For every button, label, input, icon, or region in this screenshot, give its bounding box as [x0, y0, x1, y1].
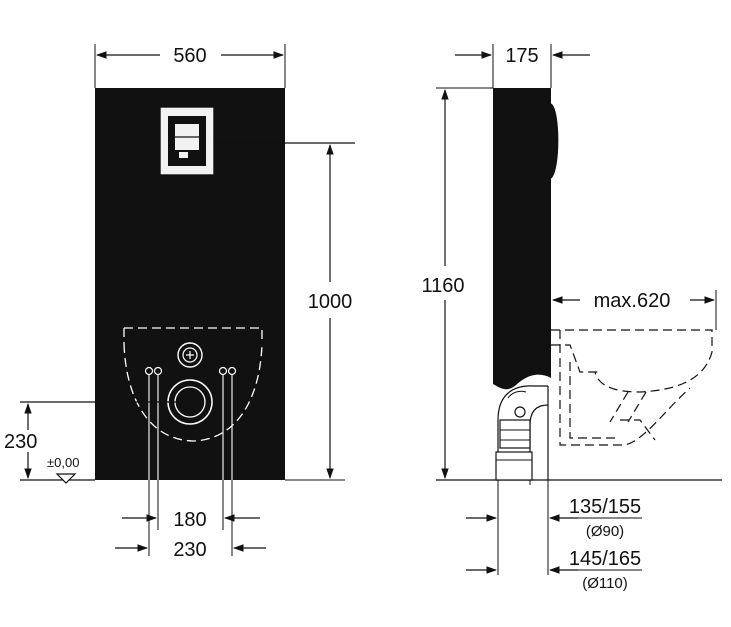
stud-spacing-230-label: 230	[173, 539, 206, 561]
floor-level-marker	[55, 473, 77, 484]
supply-connection	[177, 342, 203, 368]
stud-spacing-180-label: 180	[173, 509, 206, 531]
projection-dimension-label: max.620	[594, 290, 671, 312]
side-view: 175 1160 max.620 135/155 (Ø90) 145/165 (…	[421, 44, 722, 592]
toilet-outline-side	[551, 329, 713, 446]
floor-to-drain-label: 230	[4, 431, 37, 453]
side-panel	[493, 88, 551, 390]
drain-diameter-2-label: (Ø110)	[582, 575, 628, 592]
front-view: 560 1000 230 ±0,00 180 230	[4, 44, 355, 561]
height-1000-label: 1000	[308, 291, 353, 313]
drain-offset-2-label: 145/165	[569, 548, 641, 570]
drain-elbow	[495, 385, 549, 481]
drain-diameter-1-label: (Ø90)	[586, 523, 624, 540]
flush-plate	[159, 106, 215, 176]
width-dimension-label: 560	[173, 45, 206, 67]
floor-level-label: ±0,00	[47, 455, 79, 470]
depth-dimension-label: 175	[505, 45, 538, 67]
toilet-outline-front	[123, 327, 263, 442]
fixing-studs	[144, 366, 237, 480]
height-1160-label: 1160	[421, 275, 464, 297]
drain-offset-1-label: 135/155	[569, 496, 641, 518]
